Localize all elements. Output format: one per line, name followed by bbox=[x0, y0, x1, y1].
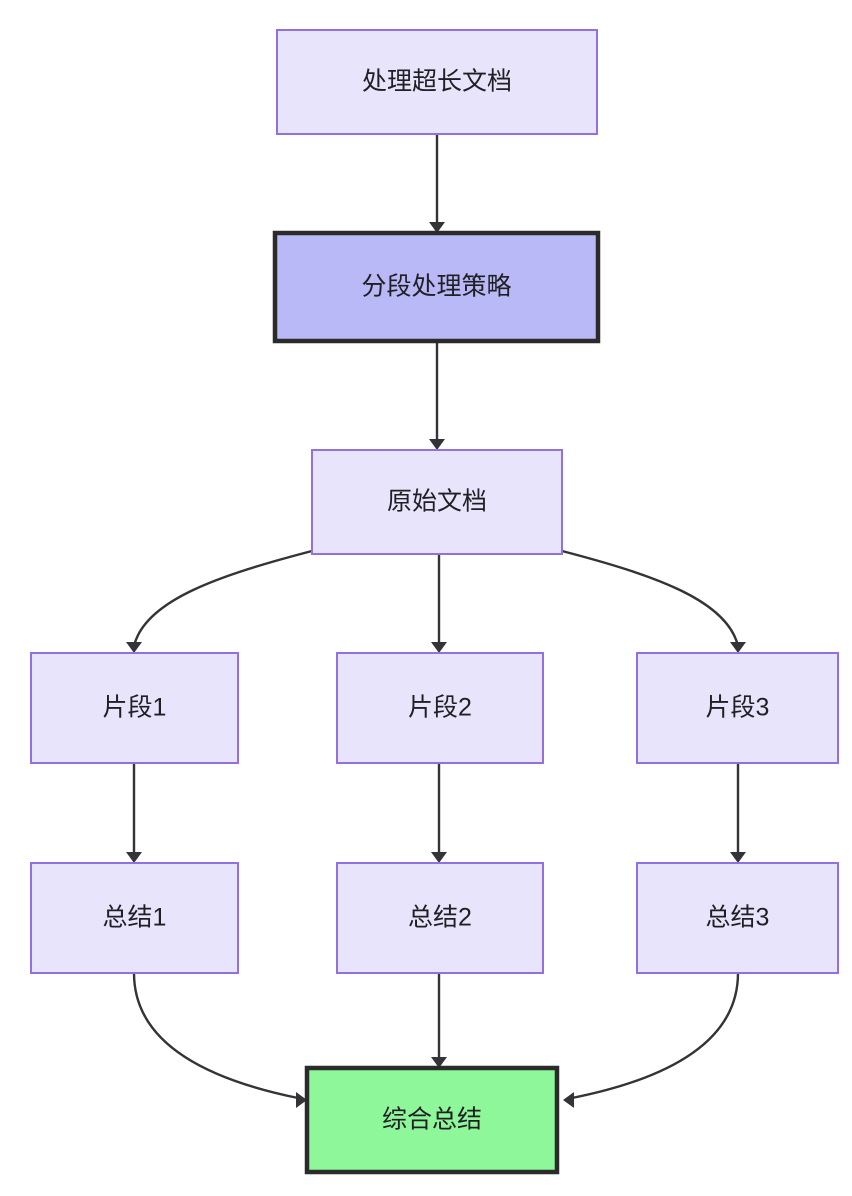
edge-line bbox=[571, 972, 740, 1100]
arrowhead-icon bbox=[730, 642, 746, 653]
node-box[interactable] bbox=[311, 449, 563, 555]
node-box[interactable] bbox=[30, 862, 239, 974]
node-box[interactable] bbox=[336, 862, 544, 974]
arrowhead-icon bbox=[730, 852, 746, 863]
node-label: 片段2 bbox=[408, 694, 472, 722]
arrowhead-icon bbox=[431, 1057, 447, 1068]
edge-n5-to-n8 bbox=[431, 763, 447, 863]
edge-n3-to-n5 bbox=[431, 554, 447, 653]
edge-layer bbox=[126, 134, 746, 1108]
node-label: 总结3 bbox=[706, 904, 770, 932]
node-label: 总结2 bbox=[408, 904, 472, 932]
edge-n7-to-n10 bbox=[132, 972, 307, 1108]
node-n1[interactable]: 处理超长文档 bbox=[276, 29, 598, 135]
edge-n4-to-n7 bbox=[126, 763, 142, 863]
edge-n6-to-n9 bbox=[730, 763, 746, 863]
node-n2[interactable]: 分段处理策略 bbox=[272, 230, 601, 344]
arrowhead-icon bbox=[429, 439, 445, 450]
arrowhead-icon bbox=[563, 1092, 574, 1108]
node-box[interactable] bbox=[336, 652, 544, 764]
node-label: 分段处理策略 bbox=[361, 273, 511, 301]
node-box[interactable] bbox=[272, 230, 601, 344]
edge-n3-to-n4 bbox=[126, 549, 313, 653]
node-box[interactable] bbox=[636, 652, 839, 764]
node-n9[interactable]: 总结3 bbox=[636, 862, 839, 974]
edge-n1-to-n2 bbox=[429, 134, 445, 233]
arrowhead-icon bbox=[429, 222, 445, 233]
node-label: 片段1 bbox=[103, 694, 167, 722]
node-label: 原始文档 bbox=[387, 488, 487, 516]
node-n7[interactable]: 总结1 bbox=[30, 862, 239, 974]
node-n4[interactable]: 片段1 bbox=[30, 652, 239, 764]
edge-line bbox=[132, 972, 299, 1100]
edge-line bbox=[132, 549, 313, 647]
node-box[interactable] bbox=[636, 862, 839, 974]
edge-n2-to-n3 bbox=[429, 341, 445, 450]
node-box[interactable] bbox=[304, 1065, 560, 1175]
node-n5[interactable]: 片段2 bbox=[336, 652, 544, 764]
node-box[interactable] bbox=[276, 29, 598, 135]
node-label: 总结1 bbox=[103, 904, 167, 932]
arrowhead-icon bbox=[431, 642, 447, 653]
node-n10[interactable]: 综合总结 bbox=[304, 1065, 560, 1175]
arrowhead-icon bbox=[126, 852, 142, 863]
node-label: 综合总结 bbox=[382, 1106, 482, 1134]
arrowhead-icon bbox=[296, 1092, 307, 1108]
edge-line bbox=[561, 549, 740, 647]
arrowhead-icon bbox=[431, 852, 447, 863]
node-box[interactable] bbox=[30, 652, 239, 764]
edge-n9-to-n10 bbox=[563, 972, 740, 1108]
edge-n8-to-n10 bbox=[431, 973, 447, 1068]
node-n6[interactable]: 片段3 bbox=[636, 652, 839, 764]
node-n8[interactable]: 总结2 bbox=[336, 862, 544, 974]
node-n3[interactable]: 原始文档 bbox=[311, 449, 563, 555]
arrowhead-icon bbox=[126, 642, 142, 653]
edge-n3-to-n6 bbox=[561, 549, 746, 653]
node-label: 处理超长文档 bbox=[362, 68, 512, 96]
node-label: 片段3 bbox=[706, 694, 770, 722]
